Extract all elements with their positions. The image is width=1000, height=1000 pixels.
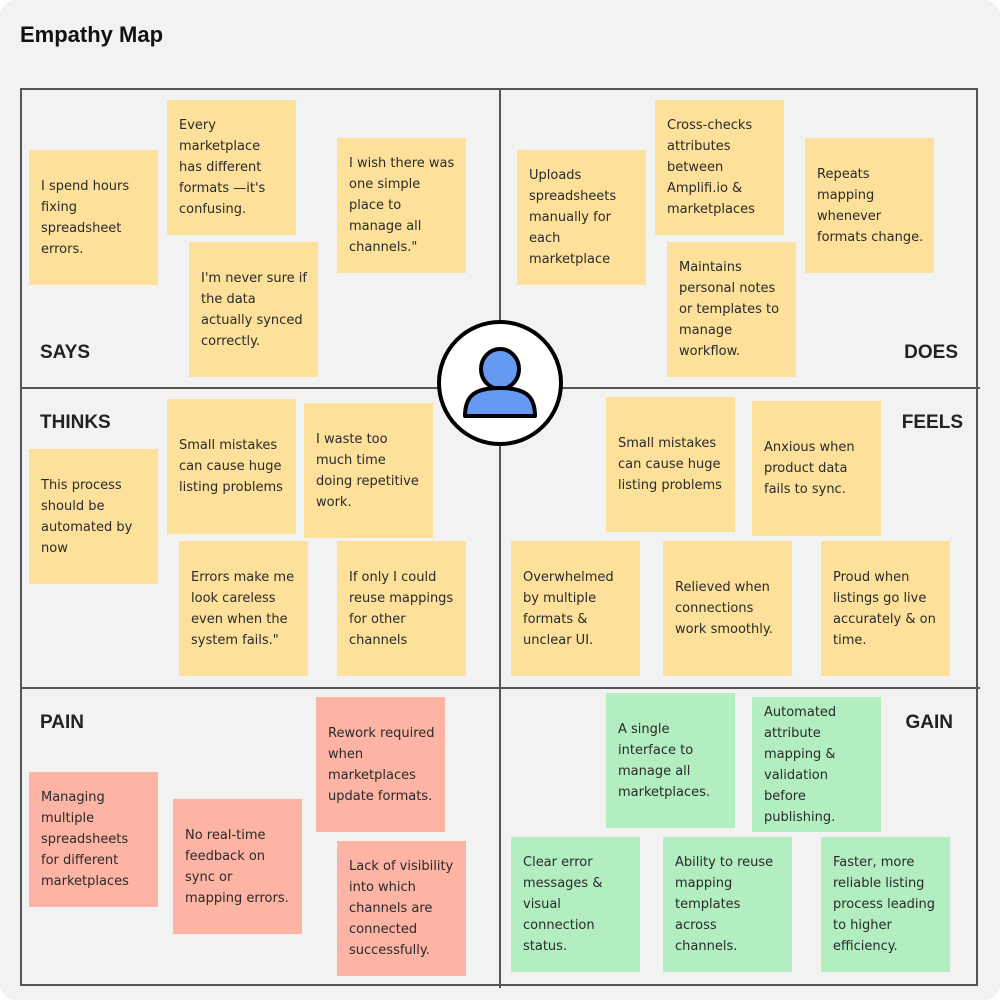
sticky-note-thinks[interactable]: Small mistakes can cause huge listing pr… — [167, 399, 296, 534]
sticky-note-text: Small mistakes can cause huge listing pr… — [179, 438, 283, 495]
sticky-note-thinks[interactable]: If only I could reuse mappings for other… — [337, 541, 466, 676]
persona-avatar — [437, 320, 563, 446]
sticky-note-does[interactable]: Uploads spreadsheets manually for each m… — [517, 150, 646, 285]
sticky-note-pain[interactable]: Lack of visibility into which channels a… — [337, 841, 466, 976]
sticky-note-gain[interactable]: Ability to reuse mapping templates acros… — [663, 837, 792, 972]
quadrant-label-thinks: THINKS — [40, 412, 111, 433]
quadrant-label-pain: PAIN — [40, 712, 84, 733]
sticky-note-pain[interactable]: No real-time feedback on sync or mapping… — [173, 799, 302, 934]
sticky-note-feels[interactable]: Relieved when connections work smoothly. — [663, 541, 792, 676]
sticky-note-feels[interactable]: Overwhelmed by multiple formats & unclea… — [511, 541, 640, 676]
sticky-note-thinks[interactable]: I waste too much time doing repetitive w… — [304, 403, 433, 538]
sticky-note-text: Uploads spreadsheets manually for each m… — [529, 168, 617, 267]
sticky-note-text: Clear error messages & visual connection… — [523, 855, 603, 954]
sticky-note-text: Faster, more reliable listing process le… — [833, 855, 936, 954]
sticky-note-text: Anxious when product data fails to sync. — [764, 440, 855, 497]
sticky-note-text: Maintains personal notes or templates to… — [679, 260, 780, 359]
sticky-note-text: Ability to reuse mapping templates acros… — [675, 855, 774, 954]
user-icon — [463, 347, 537, 418]
sticky-note-thinks[interactable]: This process should be automated by now — [29, 449, 158, 584]
sticky-note-feels[interactable]: Anxious when product data fails to sync. — [752, 401, 881, 536]
sticky-note-says[interactable]: I spend hours fixing spreadsheet errors. — [29, 150, 158, 285]
horizontal-divider — [20, 687, 980, 689]
sticky-note-text: Automated attribute mapping & validation… — [764, 704, 837, 825]
sticky-note-thinks[interactable]: Errors make me look careless even when t… — [179, 541, 308, 676]
quadrant-label-does: DOES — [904, 342, 958, 363]
sticky-note-says[interactable]: Every marketplace has different formats … — [167, 100, 296, 235]
sticky-note-text: Overwhelmed by multiple formats & unclea… — [523, 569, 614, 648]
sticky-note-does[interactable]: Maintains personal notes or templates to… — [667, 242, 796, 377]
sticky-note-text: Proud when listings go live accurately &… — [833, 569, 936, 648]
sticky-note-text: Cross-checks attributes between Amplifi.… — [667, 118, 755, 217]
sticky-note-gain[interactable]: Clear error messages & visual connection… — [511, 837, 640, 972]
quadrant-label-gain: GAIN — [905, 712, 954, 733]
sticky-note-text: If only I could reuse mappings for other… — [349, 569, 454, 648]
sticky-note-feels[interactable]: Small mistakes can cause huge listing pr… — [606, 397, 735, 532]
vertical-divider — [499, 88, 501, 988]
sticky-note-text: Repeats mapping whenever formats change. — [817, 166, 924, 245]
sticky-note-text: Managing multiple spreadsheets for diffe… — [41, 790, 129, 889]
sticky-note-text: This process should be automated by now — [41, 477, 133, 556]
sticky-note-feels[interactable]: Proud when listings go live accurately &… — [821, 541, 950, 676]
sticky-note-text: I spend hours fixing spreadsheet errors. — [41, 178, 130, 257]
sticky-note-text: I wish there was one simple place to man… — [349, 156, 455, 255]
sticky-note-text: Relieved when connections work smoothly. — [675, 580, 773, 637]
sticky-note-gain[interactable]: Automated attribute mapping & validation… — [752, 697, 881, 832]
sticky-note-text: Every marketplace has different formats … — [179, 118, 266, 217]
sticky-note-text: A single interface to manage all marketp… — [618, 721, 711, 800]
sticky-note-text: No real-time feedback on sync or mapping… — [185, 827, 289, 906]
sticky-note-says[interactable]: I wish there was one simple place to man… — [337, 138, 466, 273]
quadrant-label-says: SAYS — [40, 342, 90, 363]
sticky-note-gain[interactable]: A single interface to manage all marketp… — [606, 693, 735, 828]
sticky-note-text: Lack of visibility into which channels a… — [349, 859, 454, 958]
sticky-note-says[interactable]: I'm never sure if the data actually sync… — [189, 242, 318, 377]
sticky-note-pain[interactable]: Managing multiple spreadsheets for diffe… — [29, 772, 158, 907]
sticky-note-does[interactable]: Cross-checks attributes between Amplifi.… — [655, 100, 784, 235]
quadrant-label-feels: FEELS — [901, 412, 963, 433]
sticky-note-does[interactable]: Repeats mapping whenever formats change. — [805, 138, 934, 273]
sticky-note-pain[interactable]: Rework required when marketplaces update… — [316, 697, 445, 832]
sticky-note-text: I waste too much time doing repetitive w… — [316, 431, 419, 510]
sticky-note-gain[interactable]: Faster, more reliable listing process le… — [821, 837, 950, 972]
page-title: Empathy Map — [20, 22, 164, 47]
sticky-note-text: Rework required when marketplaces update… — [328, 725, 435, 804]
sticky-note-text: Small mistakes can cause huge listing pr… — [618, 436, 722, 493]
sticky-note-text: I'm never sure if the data actually sync… — [201, 270, 307, 349]
sticky-note-text: Errors make me look careless even when t… — [191, 569, 295, 648]
